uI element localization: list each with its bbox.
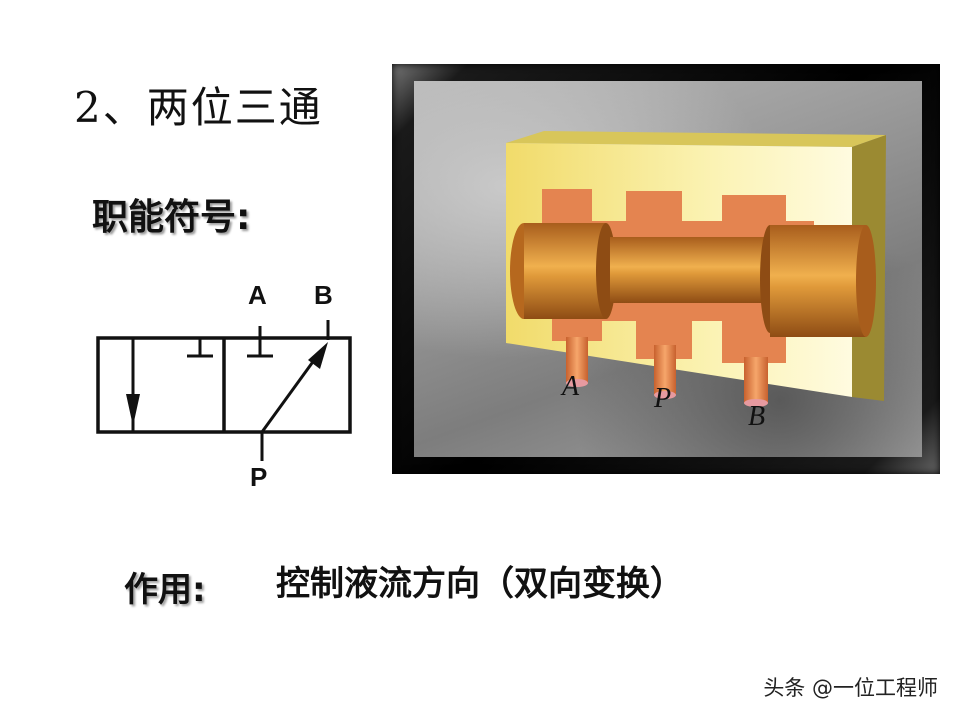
symbol-port-a: A [248, 280, 267, 310]
valve-illustration-frame: A P B [392, 64, 940, 474]
symbol-heading: 职能符号: [92, 197, 251, 238]
symbol-port-p: P [250, 462, 268, 492]
symbol-port-b: B [314, 280, 333, 310]
illustration-port-b: B [748, 401, 766, 432]
watermark: 头条 @一位工程师 [763, 676, 938, 700]
flow-arrow-icon [308, 342, 328, 369]
down-arrow-icon [126, 394, 140, 426]
valve-illustration: A P B [414, 81, 922, 457]
function-label: 作用: [124, 570, 206, 610]
flow-arrow-shaft [260, 351, 322, 433]
valve-cutaway-svg [506, 131, 886, 407]
valve-symbol-svg [96, 320, 352, 461]
illustration-port-p: P [654, 383, 672, 414]
illustration-port-a: A [562, 371, 580, 402]
valve-symbol-diagram: A B P [88, 276, 368, 496]
slide-title: 2、两位三通 [74, 83, 323, 132]
function-description: 控制液流方向（双向变换） [276, 564, 684, 604]
